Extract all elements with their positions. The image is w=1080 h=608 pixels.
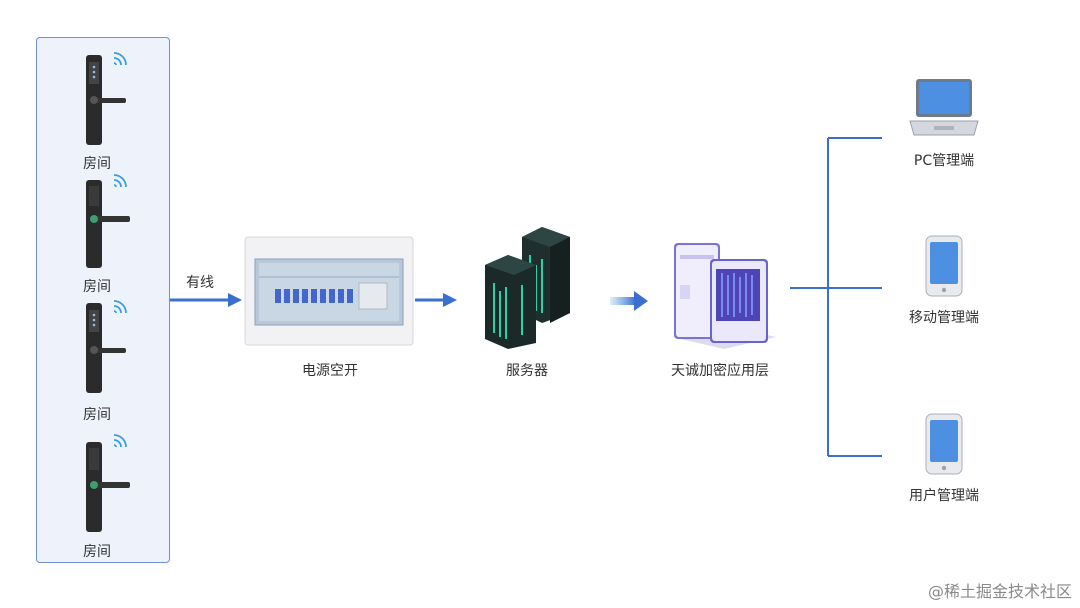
server-icon — [485, 227, 570, 349]
smart-lock-icon — [86, 434, 130, 532]
smart-lock-icon — [86, 52, 127, 145]
power-switch-label: 电源空开 — [302, 363, 358, 379]
client-label: 用户管理端 — [909, 488, 979, 504]
arrow-right-icon — [415, 293, 457, 307]
smart-lock-icon — [86, 174, 130, 268]
arrow-right-icon — [170, 293, 242, 307]
app-layer-label: 天诚加密应用层 — [671, 363, 769, 379]
power-switch-icon — [244, 236, 414, 346]
connection-label: 有线 — [186, 275, 214, 291]
arrow-right-icon — [610, 291, 648, 311]
room-label: 房间 — [83, 279, 111, 295]
watermark: @稀土掘金技术社区 — [927, 582, 1072, 601]
laptop-icon — [909, 79, 979, 136]
client-label: 移动管理端 — [909, 310, 979, 326]
smart-lock-icon — [86, 300, 127, 393]
app-layer-server-icon — [672, 243, 776, 349]
room-label: 房间 — [83, 156, 111, 172]
client-label: PC管理端 — [913, 153, 975, 169]
room-label: 房间 — [83, 544, 111, 560]
client-connector — [790, 137, 882, 457]
room-label: 房间 — [83, 407, 111, 423]
server-label: 服务器 — [506, 363, 548, 379]
rooms-panel — [36, 37, 170, 563]
phone-icon — [925, 235, 963, 297]
phone-icon — [925, 413, 963, 475]
